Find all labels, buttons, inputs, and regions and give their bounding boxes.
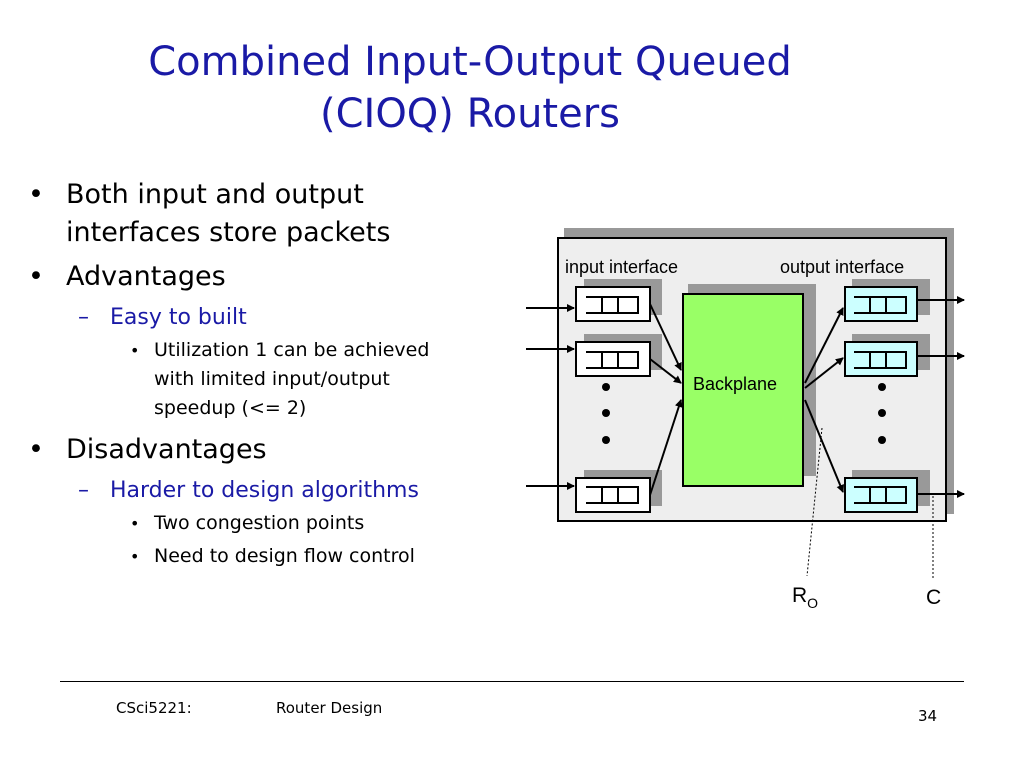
sub-bullet-easy: – Easy to built bbox=[28, 302, 518, 334]
output-queue bbox=[844, 470, 930, 513]
dash-marker: – bbox=[78, 478, 89, 503]
backplane-label: Backplane bbox=[693, 374, 777, 394]
bullet-text: Advantages bbox=[66, 261, 226, 292]
bullet-both-interfaces: • Both input and output interfaces store… bbox=[28, 176, 518, 252]
footer-divider bbox=[60, 681, 964, 682]
footer-topic: Router Design bbox=[276, 699, 383, 717]
bullet-marker: • bbox=[28, 261, 44, 292]
bullet-marker: • bbox=[130, 547, 140, 566]
output-ellipsis-dots bbox=[878, 383, 886, 444]
subsub-text-line-1: Utilization 1 can be achieved bbox=[154, 339, 430, 361]
output-queue bbox=[844, 279, 930, 322]
sub-bullet-harder: – Harder to design algorithms bbox=[28, 475, 518, 507]
bullet-marker: • bbox=[130, 341, 140, 360]
subsub-bullet-flow-control: • Need to design flow control bbox=[28, 542, 518, 571]
output-interface-label: output interface bbox=[780, 257, 904, 277]
cioq-router-diagram: input interface output interface Backpla… bbox=[526, 228, 965, 611]
sub-bullet-text: Easy to built bbox=[110, 305, 247, 330]
outgoing-arrows bbox=[917, 296, 965, 498]
bullet-marker: • bbox=[28, 434, 44, 465]
subsub-text: Need to design flow control bbox=[154, 545, 415, 567]
bullet-text-line-2: interfaces store packets bbox=[66, 217, 391, 248]
input-queue bbox=[575, 334, 662, 377]
bullet-text: Disadvantages bbox=[66, 434, 267, 465]
sub-bullet-text: Harder to design algorithms bbox=[110, 478, 419, 503]
bullet-disadvantages: • Disadvantages bbox=[28, 431, 518, 469]
subsub-text-line-3: speedup (<= 2) bbox=[154, 397, 307, 419]
bullet-advantages: • Advantages bbox=[28, 258, 518, 296]
bullet-marker: • bbox=[28, 179, 44, 210]
title-line-1: Combined Input-Output Queued bbox=[148, 39, 792, 85]
subsub-bullet-congestion: • Two congestion points bbox=[28, 509, 518, 538]
backplane-box bbox=[682, 293, 804, 487]
title-line-2: (CIOQ) Routers bbox=[319, 91, 621, 137]
input-queue bbox=[575, 470, 662, 513]
input-to-backplane-arrows bbox=[649, 303, 683, 496]
bullet-text-line-1: Both input and output bbox=[66, 179, 364, 210]
ro-label: RO bbox=[792, 584, 818, 611]
backplane-to-output-arrows bbox=[804, 307, 845, 493]
bullet-list: • Both input and output interfaces store… bbox=[28, 176, 518, 579]
slide-number: 34 bbox=[918, 707, 938, 725]
subsub-bullet-utilization: • Utilization 1 can be achieved with lim… bbox=[28, 336, 518, 423]
incoming-arrows bbox=[526, 304, 575, 490]
dash-marker: – bbox=[78, 305, 89, 330]
footer-course: CSci5221: bbox=[116, 699, 192, 717]
output-queue bbox=[844, 334, 930, 377]
ro-leader-line bbox=[806, 427, 823, 577]
slide-title: Combined Input-Output Queued (CIOQ) Rout… bbox=[0, 36, 940, 140]
input-interface-label: input interface bbox=[565, 257, 678, 277]
input-ellipsis-dots bbox=[602, 383, 610, 444]
subsub-text-line-2: with limited input/output bbox=[154, 368, 390, 390]
c-label: C bbox=[926, 586, 941, 609]
input-queue bbox=[575, 279, 662, 322]
subsub-text: Two congestion points bbox=[154, 512, 365, 534]
bullet-marker: • bbox=[130, 514, 140, 533]
